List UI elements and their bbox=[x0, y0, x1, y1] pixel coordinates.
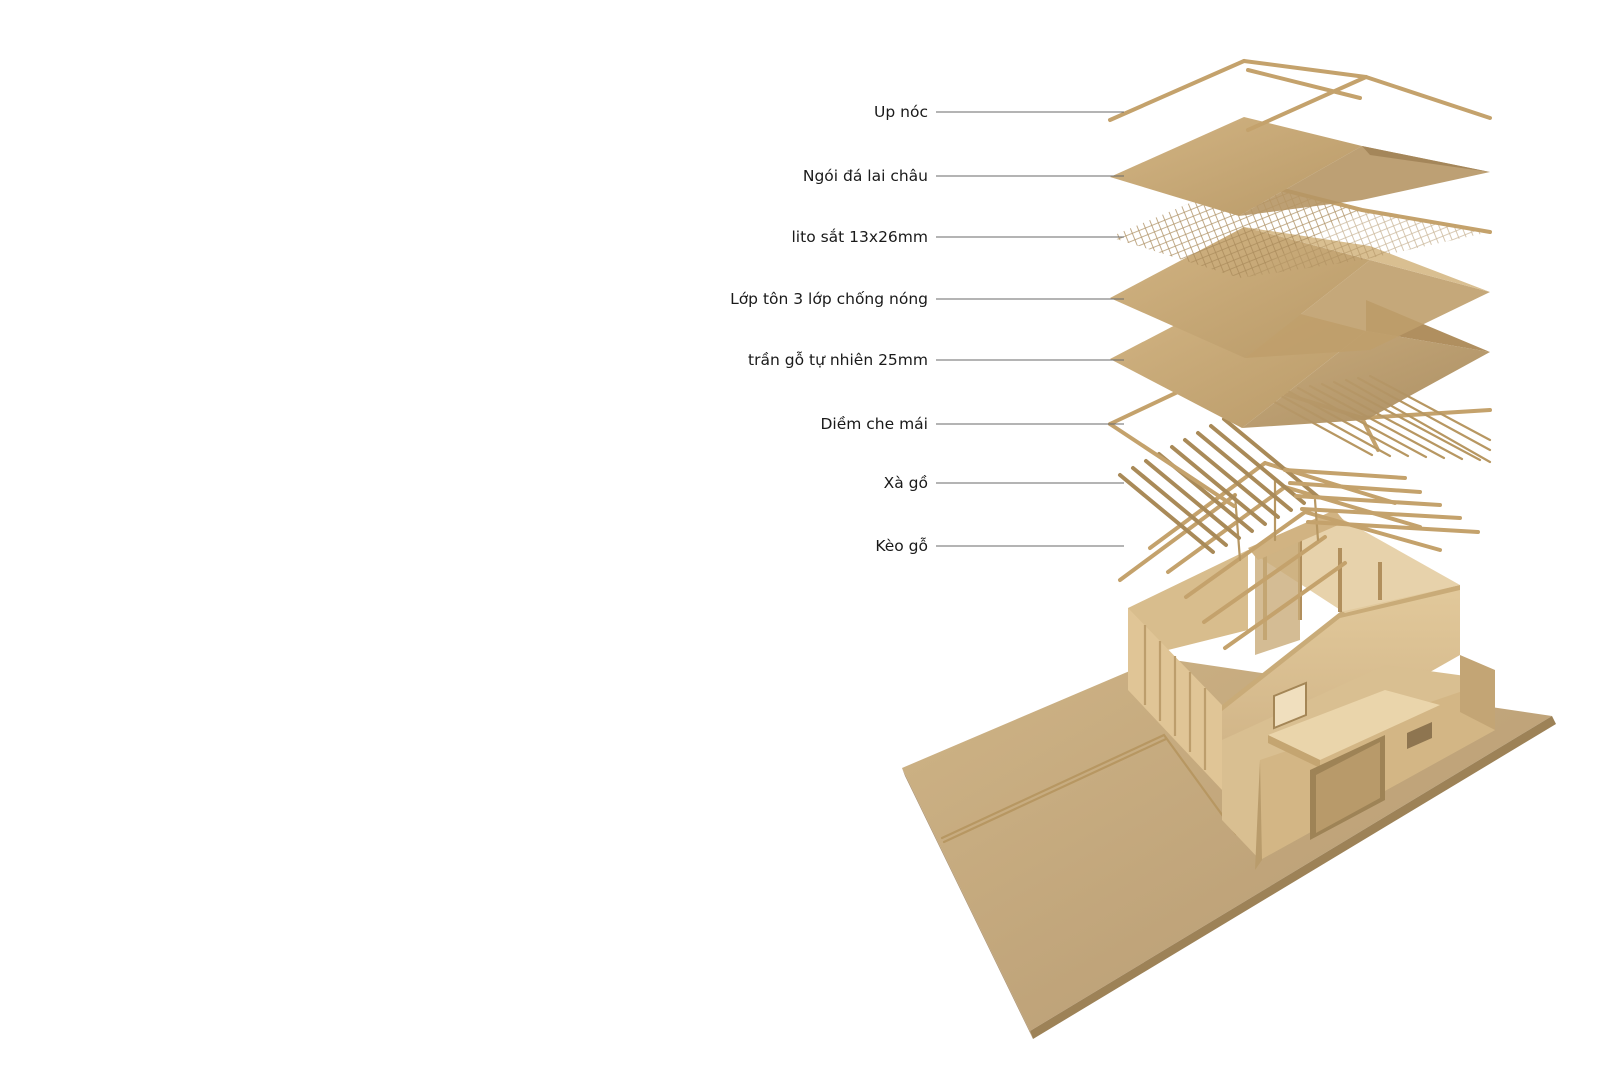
label-ton: Lớp tôn 3 lớp chống nóng bbox=[730, 290, 928, 308]
label-lito: lito sắt 13x26mm bbox=[792, 228, 929, 246]
layer-labels: Up nóc Ngói đá lai châu lito sắt 13x26mm… bbox=[730, 103, 1124, 555]
label-diem: Diềm che mái bbox=[820, 415, 928, 433]
label-tran-go: trần gỗ tự nhiên 25mm bbox=[748, 351, 928, 369]
house-body bbox=[1128, 510, 1495, 870]
layer-label-ngoi: Ngói đá lai châu bbox=[803, 167, 1124, 185]
layer-label-ton: Lớp tôn 3 lớp chống nóng bbox=[730, 290, 1124, 308]
xa-go-purlins bbox=[1118, 417, 1480, 554]
layer-label-up-noc: Up nóc bbox=[874, 103, 1124, 121]
layer-label-xa-go: Xà gồ bbox=[884, 474, 1124, 492]
label-up-noc: Up nóc bbox=[874, 103, 928, 121]
label-ngoi: Ngói đá lai châu bbox=[803, 167, 928, 185]
layer-label-tran-go: trần gỗ tự nhiên 25mm bbox=[748, 351, 1124, 369]
label-keo-go: Kèo gỗ bbox=[875, 537, 928, 555]
layer-label-lito: lito sắt 13x26mm bbox=[792, 228, 1124, 246]
ngoi-da-tiles bbox=[1110, 117, 1490, 216]
up-noc-ridge bbox=[1108, 59, 1492, 132]
layer-label-diem: Diềm che mái bbox=[820, 415, 1124, 433]
layer-label-keo-go: Kèo gỗ bbox=[875, 537, 1124, 555]
keo-go-trusses bbox=[1118, 461, 1442, 650]
label-xa-go: Xà gồ bbox=[884, 474, 928, 492]
